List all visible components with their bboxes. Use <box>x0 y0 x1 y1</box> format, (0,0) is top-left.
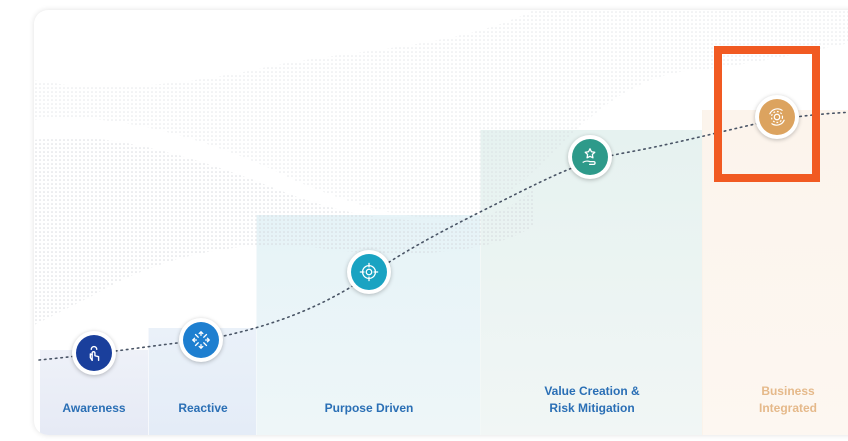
maturity-model-card: Awareness Reactive Purpose Driven Value … <box>34 10 848 435</box>
stage-label-value-creation: Value Creation & Risk Mitigation <box>481 383 703 417</box>
stage-node-business-integrated[interactable] <box>755 95 799 139</box>
stage-label-awareness: Awareness <box>62 401 126 415</box>
stage-column-business-integrated: Business Integrated <box>702 110 848 435</box>
stage-label-reactive: Reactive <box>178 401 228 415</box>
stage-node-value-creation[interactable] <box>568 135 612 179</box>
expand-arrows-icon <box>183 322 219 358</box>
stage-label-business-integrated: Business Integrated <box>703 383 848 417</box>
gear-cycle-icon <box>759 99 795 135</box>
hand-star-icon <box>572 139 608 175</box>
target-icon <box>351 254 387 290</box>
stage-label-purpose-driven: Purpose Driven <box>324 401 414 415</box>
highlight-box <box>714 46 820 182</box>
stage-node-awareness[interactable] <box>72 331 116 375</box>
stage-node-reactive[interactable] <box>179 318 223 362</box>
touch-hand-icon <box>76 335 112 371</box>
stage-label-business-integrated-text: Business Integrated <box>758 384 817 415</box>
stage-node-purpose-driven[interactable] <box>347 250 391 294</box>
stage-label-value-creation-text: Value Creation & Risk Mitigation <box>544 384 640 415</box>
